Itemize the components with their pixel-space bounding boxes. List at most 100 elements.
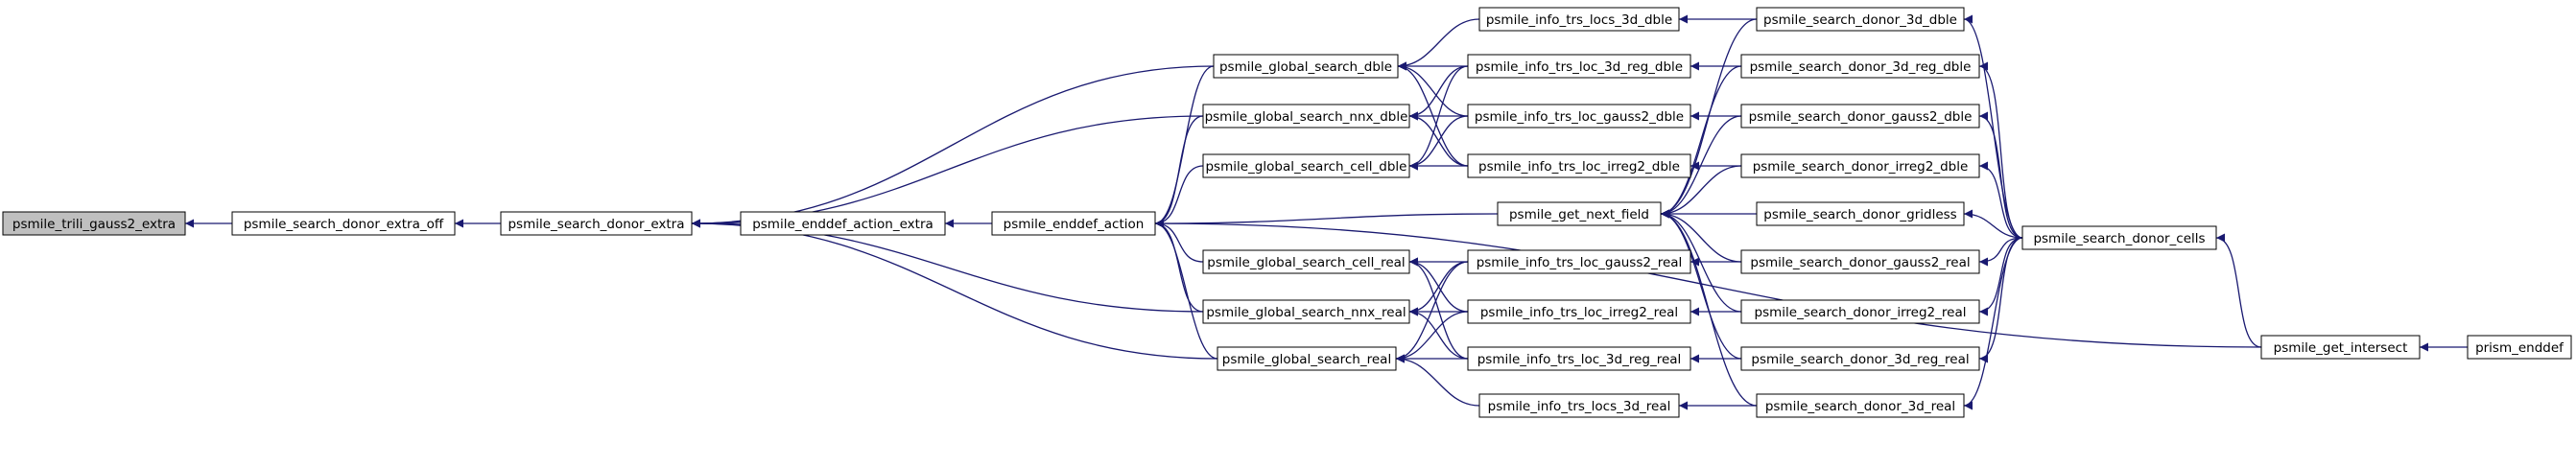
call-edge-n30-to-n21 [1963,14,2023,239]
node-box [1213,54,1399,79]
call-edge-n13-to-n8 [1408,65,1469,171]
call-edge-n8-to-n5 [1154,165,1204,228]
node-label: psmile_info_trs_loc_gauss2_dble [1475,109,1684,125]
node-label: prism_enddef [2475,340,2564,356]
node-label: psmile_search_donor_3d_reg_real [1751,352,1969,367]
node-label: psmile_info_trs_loc_3d_reg_real [1477,352,1682,367]
call-edge-n11-to-n3 [691,219,1218,360]
function-node[interactable]: psmile_search_donor_irreg2_dble [1740,153,1980,178]
call-edge-n30-to-n24 [1978,161,2023,239]
function-node[interactable]: psmile_get_next_field [1497,201,1662,226]
function-node[interactable]: psmile_info_trs_loc_irreg2_dble [1467,153,1691,178]
node-box [1467,153,1691,178]
function-node[interactable]: psmile_info_trs_loc_irreg2_real [1467,299,1691,324]
node-label: psmile_search_donor_3d_real [1765,399,1955,414]
function-node[interactable]: psmile_search_donor_3d_real [1756,393,1965,418]
call-edge-n30-to-n28 [1978,237,2023,363]
node-label: psmile_search_donor_3d_reg_dble [1750,59,1972,75]
function-node[interactable]: psmile_global_search_dble [1213,54,1399,79]
node-label: psmile_search_donor_extra [508,217,684,232]
call-edge-n6-to-n3 [691,65,1215,228]
node-box [1467,346,1691,371]
function-node[interactable]: psmile_global_search_real [1217,346,1397,371]
function-node[interactable]: psmile_info_trs_locs_3d_dble [1478,7,1680,32]
node-box [1202,153,1410,178]
call-edge-n10-to-n3 [691,219,1204,313]
function-node[interactable]: psmile_enddef_action [991,211,1156,236]
function-node[interactable]: psmile_global_search_cell_real [1202,249,1410,274]
function-node[interactable]: psmile_search_donor_gauss2_dble [1740,104,1980,128]
node-label: psmile_info_trs_loc_irreg2_real [1480,305,1678,320]
call-edge-n20-to-n11 [1395,354,1480,407]
function-node[interactable]: psmile_search_donor_3d_dble [1756,7,1965,32]
call-edge-n10-to-n5 [1154,219,1204,313]
call-edge-n28-to-n16 [1660,209,1742,360]
call-edge-n19-to-n10 [1408,307,1469,360]
function-node[interactable]: psmile_global_search_nnx_real [1202,299,1410,324]
node-label: psmile_global_search_nnx_dble [1205,109,1408,125]
node-box [1478,7,1680,32]
call-edge-n30-to-n23 [1978,111,2023,239]
function-node[interactable]: prism_enddef [2467,335,2572,360]
call-edge-n31-to-n30 [2215,233,2262,348]
call-edge-n24-to-n16 [1660,165,1742,219]
function-node[interactable]: psmile_search_donor_gridless [1756,201,1965,226]
node-box [2021,225,2217,250]
function-node[interactable]: psmile_info_trs_loc_gauss2_real [1467,249,1691,274]
node-label: psmile_trili_gauss2_extra [12,217,176,232]
function-node[interactable]: psmile_info_trs_loc_3d_reg_real [1467,346,1691,371]
node-label: psmile_info_trs_loc_3d_reg_dble [1476,59,1683,75]
node-label: psmile_global_search_cell_dble [1205,159,1406,175]
node-box [1740,104,1980,128]
function-node[interactable]: psmile_info_trs_locs_3d_real [1478,393,1680,418]
call-edge-n30-to-n29 [1963,237,2023,410]
node-box [1467,54,1691,79]
node-box [1467,249,1691,274]
node-box [1740,249,1980,274]
node-box [1202,249,1410,274]
node-box [2,211,186,236]
function-node[interactable]: psmile_info_trs_loc_3d_reg_dble [1467,54,1691,79]
call-edge-n19-to-n9 [1408,257,1469,360]
call-edge-n27-to-n16 [1660,209,1742,313]
call-edge-n30-to-n22 [1978,61,2023,239]
node-layer: psmile_trili_gauss2_extra psmile_search_d… [2,7,2572,418]
node-box [1217,346,1397,371]
function-node[interactable]: psmile_enddef_action_extra [740,211,946,236]
call-edge-n30-to-n27 [1978,237,2023,316]
function-node[interactable]: psmile_search_donor_irreg2_real [1740,299,1980,324]
function-node[interactable]: psmile_search_donor_extra_off [231,211,456,236]
function-node[interactable]: psmile_search_donor_3d_reg_dble [1740,54,1980,79]
node-label: psmile_get_intersect [2274,340,2408,356]
node-box [2467,335,2572,360]
node-box [991,211,1156,236]
root-function-node: psmile_trili_gauss2_extra [2,211,186,236]
call-edge-n11-to-n5 [1154,219,1218,360]
node-box [1740,299,1980,324]
node-label: psmile_global_search_nnx_real [1206,305,1406,320]
function-node[interactable]: psmile_search_donor_3d_reg_real [1740,346,1980,371]
node-label: psmile_search_donor_cells [2033,231,2205,246]
node-label: psmile_search_donor_gauss2_real [1750,255,1970,270]
node-label: psmile_info_trs_locs_3d_dble [1486,12,1672,28]
edge-layer [185,14,2469,410]
node-label: psmile_search_donor_gauss2_dble [1749,109,1973,125]
function-node[interactable]: psmile_search_donor_gauss2_real [1740,249,1980,274]
function-node[interactable]: psmile_search_donor_cells [2021,225,2217,250]
function-node[interactable]: psmile_get_intersect [2260,335,2421,360]
call-edge-n30-to-n25 [1963,209,2023,239]
call-edge-n23-to-n16 [1660,115,1742,219]
function-node[interactable]: psmile_global_search_cell_dble [1202,153,1410,178]
function-node[interactable]: psmile_search_donor_extra [500,211,693,236]
node-label: psmile_search_donor_irreg2_dble [1753,159,1969,175]
function-node[interactable]: psmile_info_trs_loc_gauss2_dble [1467,104,1691,128]
node-box [1756,201,1965,226]
node-box [2260,335,2421,360]
call-edge-n9-to-n5 [1154,219,1204,263]
call-edge-n18-to-n11 [1395,311,1469,363]
node-box [740,211,946,236]
function-node[interactable]: psmile_global_search_nnx_dble [1202,104,1410,128]
node-label: psmile_global_search_cell_real [1207,255,1405,270]
node-box [1202,299,1410,324]
